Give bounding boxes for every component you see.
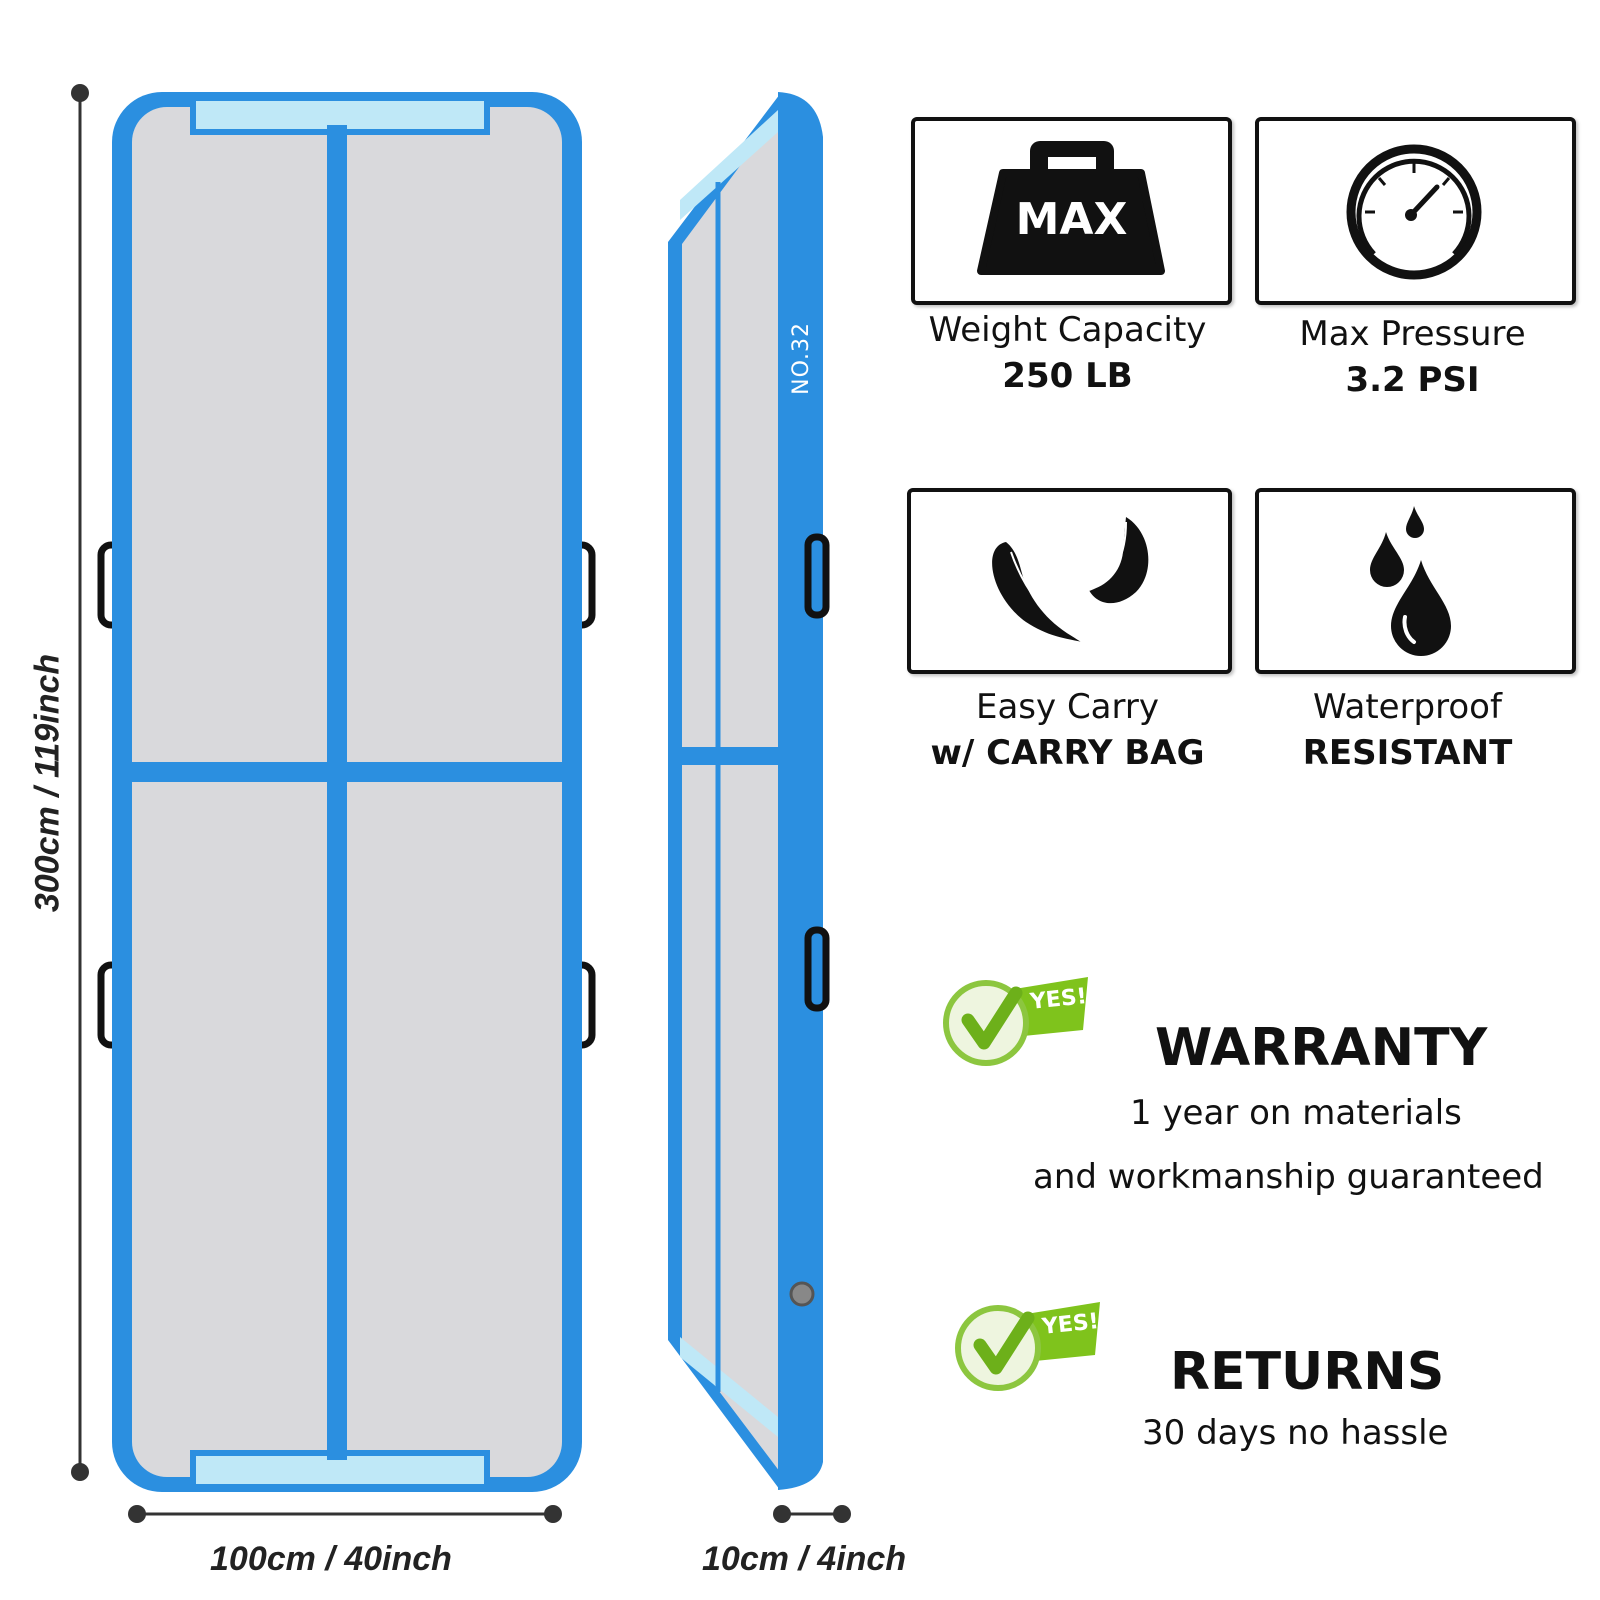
warranty-title: WARRANTY — [1155, 1018, 1488, 1078]
feature-carry-box — [907, 488, 1232, 674]
pressure-gauge-icon — [1346, 144, 1482, 280]
feature-weight-value: 250 LB — [1002, 355, 1133, 396]
height-label: 300cm / 119inch — [28, 653, 67, 913]
mat-top-view — [97, 92, 596, 1492]
feature-waterproof-label: Waterproof — [1313, 687, 1502, 727]
feature-weight-box: MAX — [911, 117, 1232, 305]
feature-waterproof-text: Waterproof RESISTANT — [1245, 685, 1570, 777]
feature-pressure-box — [1255, 117, 1576, 305]
warranty-line-2: and workmanship guaranteed — [1033, 1157, 1544, 1197]
mat-cross-line — [130, 762, 564, 782]
mat-top-stripe — [196, 101, 484, 129]
mat-center-line — [327, 125, 347, 1460]
feature-carry-text: Easy Carry w/ CARRY BAG — [905, 685, 1230, 777]
feature-pressure-label: Max Pressure — [1299, 314, 1526, 354]
thickness-label: 10cm / 4inch — [702, 1540, 907, 1578]
feature-weight-text: Weight Capacity 250 LB — [905, 308, 1230, 400]
feature-pressure-value: 3.2 PSI — [1345, 359, 1480, 400]
width-label: 100cm / 40inch — [210, 1540, 452, 1578]
water-drops-icon — [1370, 506, 1451, 656]
feature-weight-label: Weight Capacity — [928, 310, 1207, 350]
check-yes-icon — [955, 1302, 1100, 1391]
mat-bottom-stripe — [196, 1456, 484, 1484]
check-yes-icon — [943, 977, 1088, 1066]
width-dimension-line — [128, 1505, 562, 1523]
feature-pressure-text: Max Pressure 3.2 PSI — [1250, 312, 1575, 404]
feather-icon — [992, 517, 1149, 643]
mat-side-view: NO.32 — [668, 92, 843, 1492]
feature-carry-value: w/ CARRY BAG — [930, 732, 1205, 773]
warranty-line-1: 1 year on materials — [1130, 1093, 1462, 1133]
returns-line-1: 30 days no hassle — [1142, 1413, 1449, 1453]
mat-side-print: NO.32 — [789, 322, 814, 395]
feature-waterproof-box — [1255, 488, 1576, 674]
height-dimension-line — [71, 84, 89, 1481]
returns-title: RETURNS — [1170, 1342, 1445, 1402]
weight-max-icon — [977, 141, 1165, 275]
warranty-check-badge: YES! — [938, 965, 1108, 1075]
returns-check-badge: YES! — [950, 1290, 1120, 1400]
feature-waterproof-value: RESISTANT — [1302, 732, 1513, 773]
feature-carry-label: Easy Carry — [975, 687, 1159, 727]
thickness-dimension-line — [773, 1505, 851, 1523]
weight-max-icon-text: MAX — [1015, 194, 1128, 245]
